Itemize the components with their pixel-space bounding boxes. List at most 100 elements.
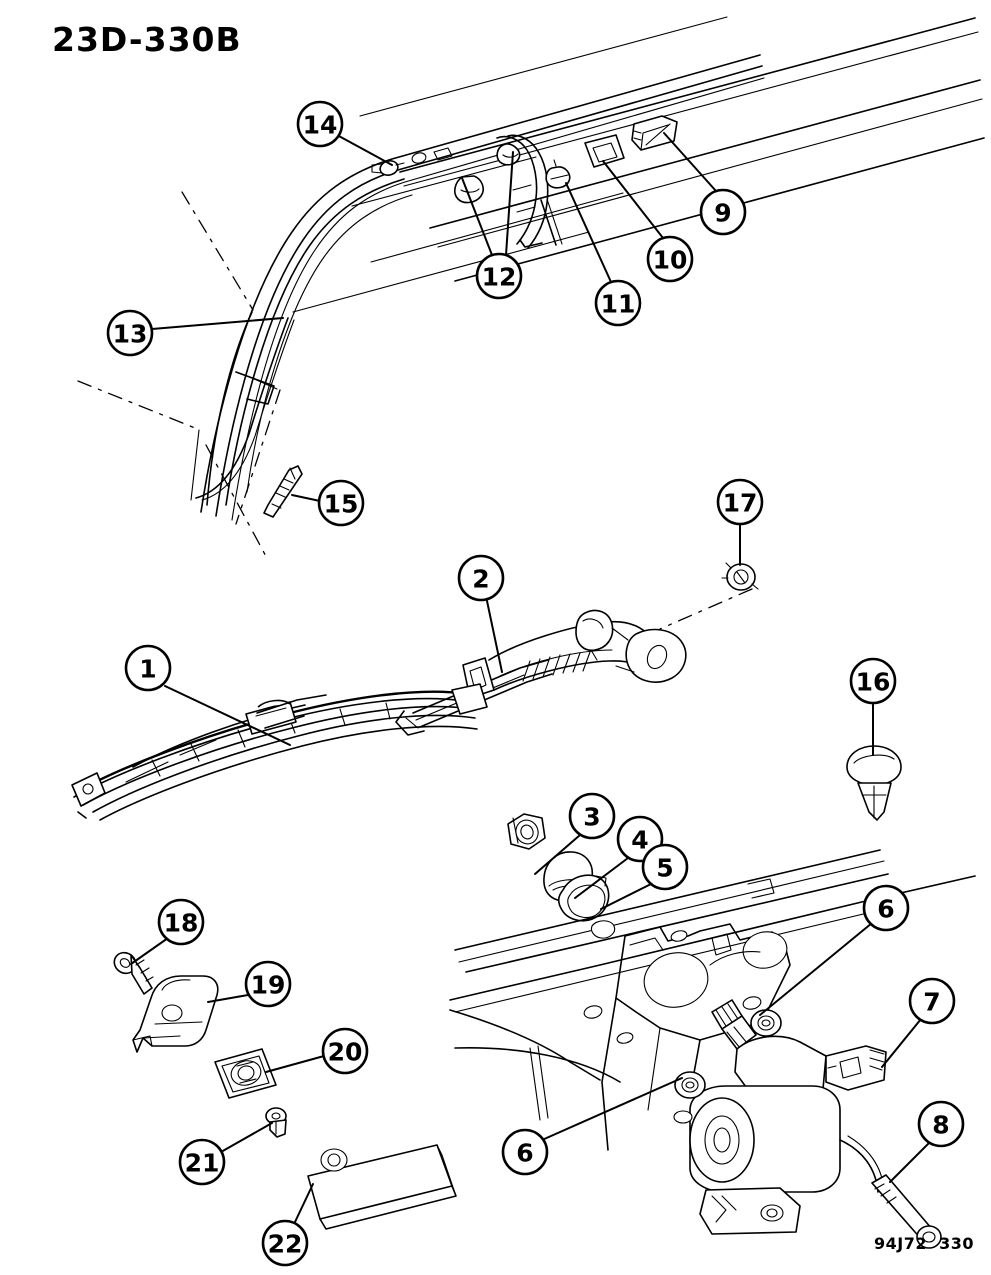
callout-number: 18 [164, 909, 199, 938]
page-title: 23D-330B [52, 20, 242, 59]
callout-number: 7 [923, 988, 940, 1017]
callout-bubble-11[interactable]: 11 [594, 279, 642, 327]
callout-leader-line [602, 160, 664, 239]
callout-number: 3 [583, 803, 600, 832]
callout-bubble-19[interactable]: 19 [244, 960, 292, 1008]
callout-circle [457, 554, 505, 602]
arm-nut-cover-part [659, 562, 759, 630]
callout-circle [646, 235, 694, 283]
wiper-arm-part [395, 609, 687, 736]
wiper-motor-part [689, 999, 887, 1235]
callout-circle [594, 279, 642, 327]
callout-circle [908, 977, 956, 1025]
callout-leader-line [130, 937, 169, 965]
callout-circle [862, 884, 910, 932]
motor-screw-part [871, 1174, 942, 1249]
callout-bubble-14[interactable]: 14 [296, 100, 344, 148]
callout-circle [317, 479, 365, 527]
callout-leader-line [207, 994, 249, 1003]
callout-bubble-7[interactable]: 7 [908, 977, 956, 1025]
callout-number: 1 [139, 655, 156, 684]
callout-leader-line [534, 834, 581, 875]
pivot-nut-part [507, 813, 546, 850]
callout-circle [124, 644, 172, 692]
callout-leader-line [541, 1077, 683, 1141]
push-pin-clip-part [846, 745, 902, 821]
access-cover-part [307, 1144, 457, 1230]
hose-connector-part [263, 465, 303, 518]
callout-leader-line [889, 1141, 931, 1183]
callout-bubble-3[interactable]: 3 [568, 792, 616, 840]
callout-circle [849, 657, 897, 705]
callout-circle [475, 252, 523, 300]
callout-leader-line [565, 182, 612, 283]
callout-leader-line [881, 1018, 922, 1068]
callout-leader-line [461, 177, 493, 256]
callout-leader-line [294, 1183, 314, 1223]
callout-number: 11 [601, 290, 636, 319]
callout-number: 12 [482, 263, 517, 292]
callout-bubble-5[interactable]: 5 [641, 843, 689, 891]
callout-bubble-10[interactable]: 10 [646, 235, 694, 283]
callout-leader-line [486, 600, 503, 673]
callout-number: 14 [303, 111, 338, 140]
callout-number: 10 [653, 246, 688, 275]
callout-leader-line [759, 922, 873, 1016]
callout-bubble-21[interactable]: 21 [178, 1138, 226, 1186]
retainer-plate-part [214, 1048, 277, 1099]
callout-bubble-15[interactable]: 15 [317, 479, 365, 527]
cover-screw-part [265, 1107, 287, 1138]
callout-circle [321, 1027, 369, 1075]
callout-circle [917, 1100, 965, 1148]
cowl-panel-group [449, 849, 976, 1151]
callout-number: 21 [185, 1149, 220, 1178]
callout-bubble-12[interactable]: 12 [475, 252, 523, 300]
callout-number: 16 [856, 668, 891, 697]
callout-number: 17 [723, 489, 758, 518]
callout-number: 15 [324, 490, 359, 519]
callout-number: 2 [472, 565, 489, 594]
support-bracket-part [132, 975, 219, 1053]
callout-bubble-13[interactable]: 13 [106, 309, 154, 357]
callout-leader-line [663, 132, 717, 192]
wiper-blade-part [71, 683, 488, 821]
callout-bubble-16[interactable]: 16 [849, 657, 897, 705]
callout-circle [178, 1138, 226, 1186]
callout-circle [244, 960, 292, 1008]
callout-number: 22 [268, 1230, 303, 1259]
header-rail-hardware-group [371, 115, 678, 249]
callout-leader-line [600, 883, 652, 910]
callout-leader-line [220, 1122, 273, 1153]
callout-leader-line [505, 151, 514, 256]
callout-number: 6 [877, 895, 894, 924]
callout-circle [296, 100, 344, 148]
callout-bubble-8[interactable]: 8 [917, 1100, 965, 1148]
callout-bubble-6[interactable]: 6 [501, 1128, 549, 1176]
callout-circle [106, 309, 154, 357]
bracket-screw-part [113, 951, 154, 995]
callout-bubble-22[interactable]: 22 [261, 1219, 309, 1267]
callout-number: 19 [251, 971, 286, 1000]
callout-bubble-2[interactable]: 2 [457, 554, 505, 602]
callout-circle [157, 898, 205, 946]
callout-bubble-6[interactable]: 6 [862, 884, 910, 932]
callout-bubble-18[interactable]: 18 [157, 898, 205, 946]
callout-bubble-20[interactable]: 20 [321, 1027, 369, 1075]
callout-number: 9 [714, 199, 731, 228]
callout-leader-line [291, 494, 321, 502]
callout-circle [641, 843, 689, 891]
callout-bubble-9[interactable]: 9 [699, 188, 747, 236]
callout-bubble-1[interactable]: 1 [124, 644, 172, 692]
callout-number: 13 [113, 320, 148, 349]
callout-circle [568, 792, 616, 840]
liftgate-panel-group [77, 16, 985, 561]
callout-circle [716, 478, 764, 526]
callout-number: 6 [516, 1139, 533, 1168]
sheet-footer: 94J72 330 [874, 1234, 975, 1253]
callout-number: 8 [932, 1111, 949, 1140]
callout-number: 20 [328, 1038, 363, 1067]
callout-leader-line [574, 857, 629, 899]
callout-bubble-17[interactable]: 17 [716, 478, 764, 526]
